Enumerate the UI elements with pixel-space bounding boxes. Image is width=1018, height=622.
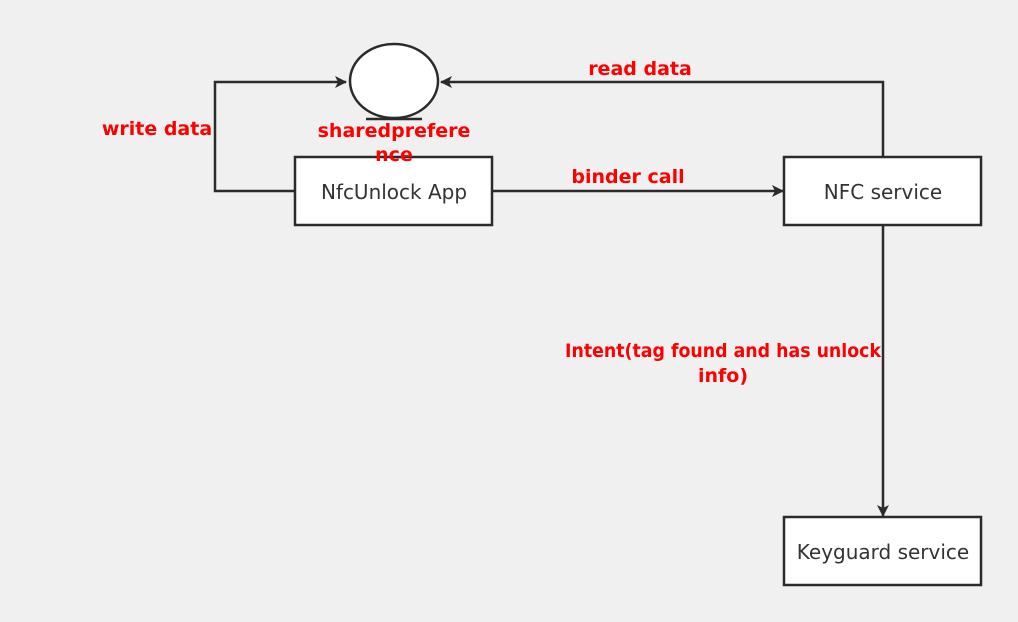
connectors (213, 76, 889, 517)
keyguard-service-label: Keyguard service (797, 540, 969, 564)
write-data-label: write data (102, 118, 212, 140)
storage-circle (348, 42, 440, 120)
write-data-connector (213, 76, 347, 193)
shared-preference-node[interactable] (348, 42, 440, 121)
nfc-service-node[interactable]: NFC service (782, 155, 983, 227)
shared-preference-label-line2: nce (375, 144, 413, 166)
intent-label-line1: Intent(tag found and has unlock (565, 340, 881, 362)
binder-call-label: binder call (571, 166, 684, 188)
nfcunlock-app-label: NfcUnlock App (321, 180, 467, 204)
annotations: write data read data binder call sharedp… (102, 58, 882, 387)
keyguard-service-node[interactable]: Keyguard service (782, 515, 983, 587)
nfcunlock-app-node[interactable]: NfcUnlock App (293, 155, 494, 227)
read-data-label: read data (588, 58, 692, 80)
shared-preference-label-line1: sharedprefere (318, 120, 471, 142)
read-data-connector (440, 76, 885, 157)
nfc-service-label: NFC service (824, 180, 942, 204)
intent-label-line2: info) (698, 365, 748, 387)
